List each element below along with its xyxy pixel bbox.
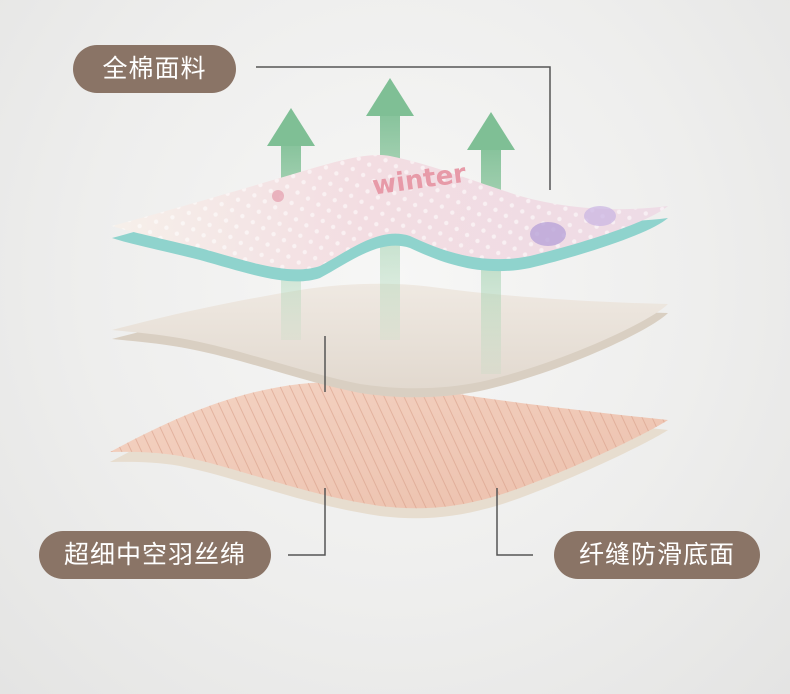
leader-line-top xyxy=(256,66,551,190)
label-hollow-fiber-filling: 超细中空羽丝绵 xyxy=(39,531,271,579)
label-anti-slip-bottom: 纤缝防滑底面 xyxy=(554,531,760,579)
bottom-base-layer xyxy=(110,381,668,519)
leader-lines xyxy=(256,66,551,556)
leader-line-middle xyxy=(288,488,326,556)
top-cotton-layer: winter xyxy=(112,154,668,282)
leader-line-bottom xyxy=(496,488,533,556)
label-cotton-fabric: 全棉面料 xyxy=(73,45,236,93)
fabric-print-bunny-icon xyxy=(272,190,616,246)
